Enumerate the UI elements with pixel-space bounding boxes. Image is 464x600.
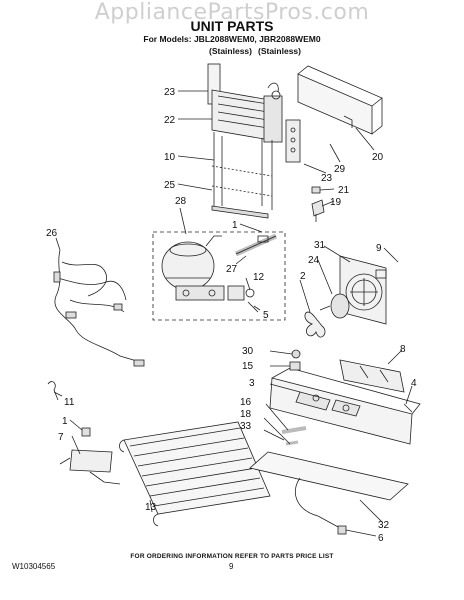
callout-31: 31 <box>314 240 326 251</box>
callout-1a: 1 <box>232 220 238 231</box>
callout-28: 28 <box>175 196 187 207</box>
callout-2: 2 <box>300 271 306 282</box>
callout-12: 12 <box>253 272 265 283</box>
callout-1b: 1 <box>62 416 68 427</box>
callout-23b: 23 <box>321 173 333 184</box>
wire-harness <box>53 249 145 367</box>
callout-25: 25 <box>164 180 176 191</box>
callout-27: 27 <box>226 264 238 275</box>
callout-9: 9 <box>376 243 382 254</box>
callout-24: 24 <box>308 255 320 266</box>
compressor <box>161 235 225 301</box>
fan-shroud <box>339 255 387 325</box>
model-list: For Models: JBL2088WEM0, JBR2088WEM0 <box>143 34 321 44</box>
page-title: UNIT PARTS <box>190 18 274 34</box>
document-number: W10304565 <box>12 562 56 571</box>
callout-18: 18 <box>240 409 252 420</box>
callout-23: 23 <box>164 87 176 98</box>
evaporator-coil <box>119 421 271 527</box>
callout-32: 32 <box>378 520 390 531</box>
variant-right: (Stainless) <box>258 46 301 56</box>
cover-bracket <box>297 65 383 135</box>
callout-7: 7 <box>58 432 64 443</box>
callout-3: 3 <box>249 378 255 389</box>
callout-4: 4 <box>411 378 417 389</box>
page-number: 9 <box>229 562 234 571</box>
callout-26: 26 <box>46 228 58 239</box>
callout-21: 21 <box>338 185 350 196</box>
callout-13: 13 <box>145 502 157 513</box>
callout-5: 5 <box>263 310 269 321</box>
callout-8: 8 <box>400 344 406 355</box>
callout-11: 11 <box>64 397 75 408</box>
callout-33: 33 <box>240 421 252 432</box>
ordering-note: FOR ORDERING INFORMATION REFER TO PARTS … <box>130 553 334 560</box>
variant-left: (Stainless) <box>209 46 252 56</box>
callout-20: 20 <box>372 152 384 163</box>
condenser-assembly <box>207 63 301 219</box>
callout-19: 19 <box>330 197 342 208</box>
watermark: AppliancePartsPros.com <box>94 0 370 25</box>
base-pan <box>269 367 421 445</box>
callout-15: 15 <box>242 361 254 372</box>
callout-30: 30 <box>242 346 254 357</box>
callout-16: 16 <box>240 397 252 408</box>
callout-22: 22 <box>164 115 176 126</box>
callout-6: 6 <box>378 533 384 544</box>
callout-10: 10 <box>164 152 176 163</box>
callout-29: 29 <box>334 164 346 175</box>
